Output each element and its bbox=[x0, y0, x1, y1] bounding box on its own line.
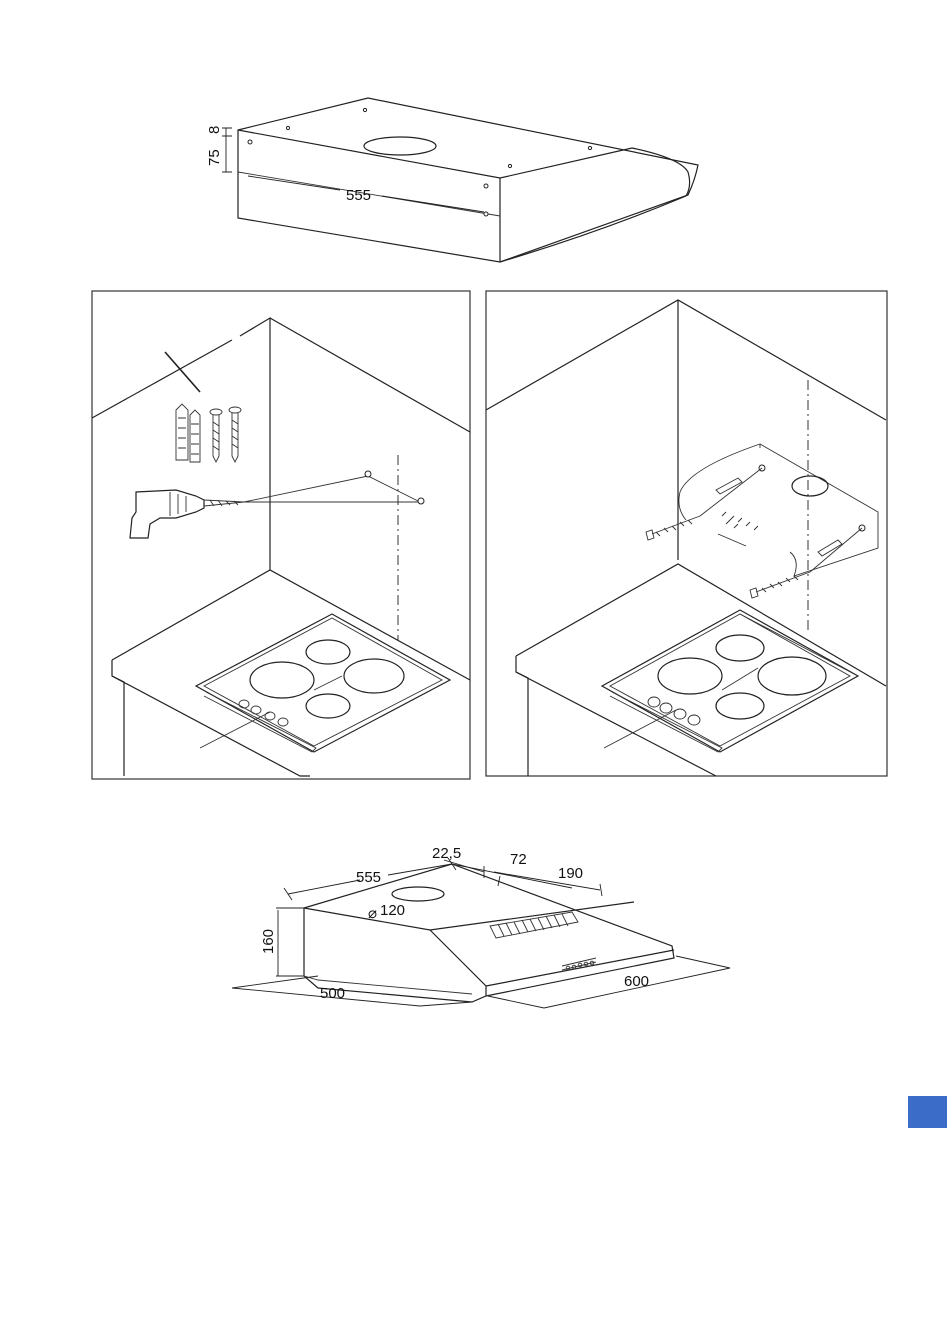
dim-555-top: 555 bbox=[346, 187, 371, 204]
panel-drilling bbox=[92, 291, 470, 779]
duct-opening-bottom bbox=[392, 887, 444, 901]
dim-72: 72 bbox=[510, 851, 527, 868]
dim-8: 8 bbox=[206, 126, 223, 134]
page-tab bbox=[908, 1096, 947, 1128]
dim-160: 160 bbox=[260, 929, 277, 954]
hood-top-view bbox=[222, 98, 698, 262]
dim-600: 600 bbox=[624, 973, 649, 990]
wall-plugs-and-screws bbox=[176, 404, 241, 462]
dim-22-5: 22,5 bbox=[432, 845, 461, 862]
diameter-symbol: ⌀ bbox=[368, 905, 377, 922]
dim-555-bottom: 555 bbox=[356, 869, 381, 886]
dim-120: 120 bbox=[380, 902, 405, 919]
hob-left bbox=[196, 614, 450, 752]
duct-opening bbox=[364, 137, 436, 155]
hob-right bbox=[602, 610, 858, 752]
hood-mounting bbox=[646, 444, 878, 598]
hood-dimensions bbox=[232, 858, 730, 1008]
dim-500: 500 bbox=[320, 985, 345, 1002]
dim-75: 75 bbox=[206, 149, 223, 166]
drill bbox=[130, 490, 244, 538]
dim-190: 190 bbox=[558, 865, 583, 882]
panel-mounting bbox=[486, 291, 887, 776]
